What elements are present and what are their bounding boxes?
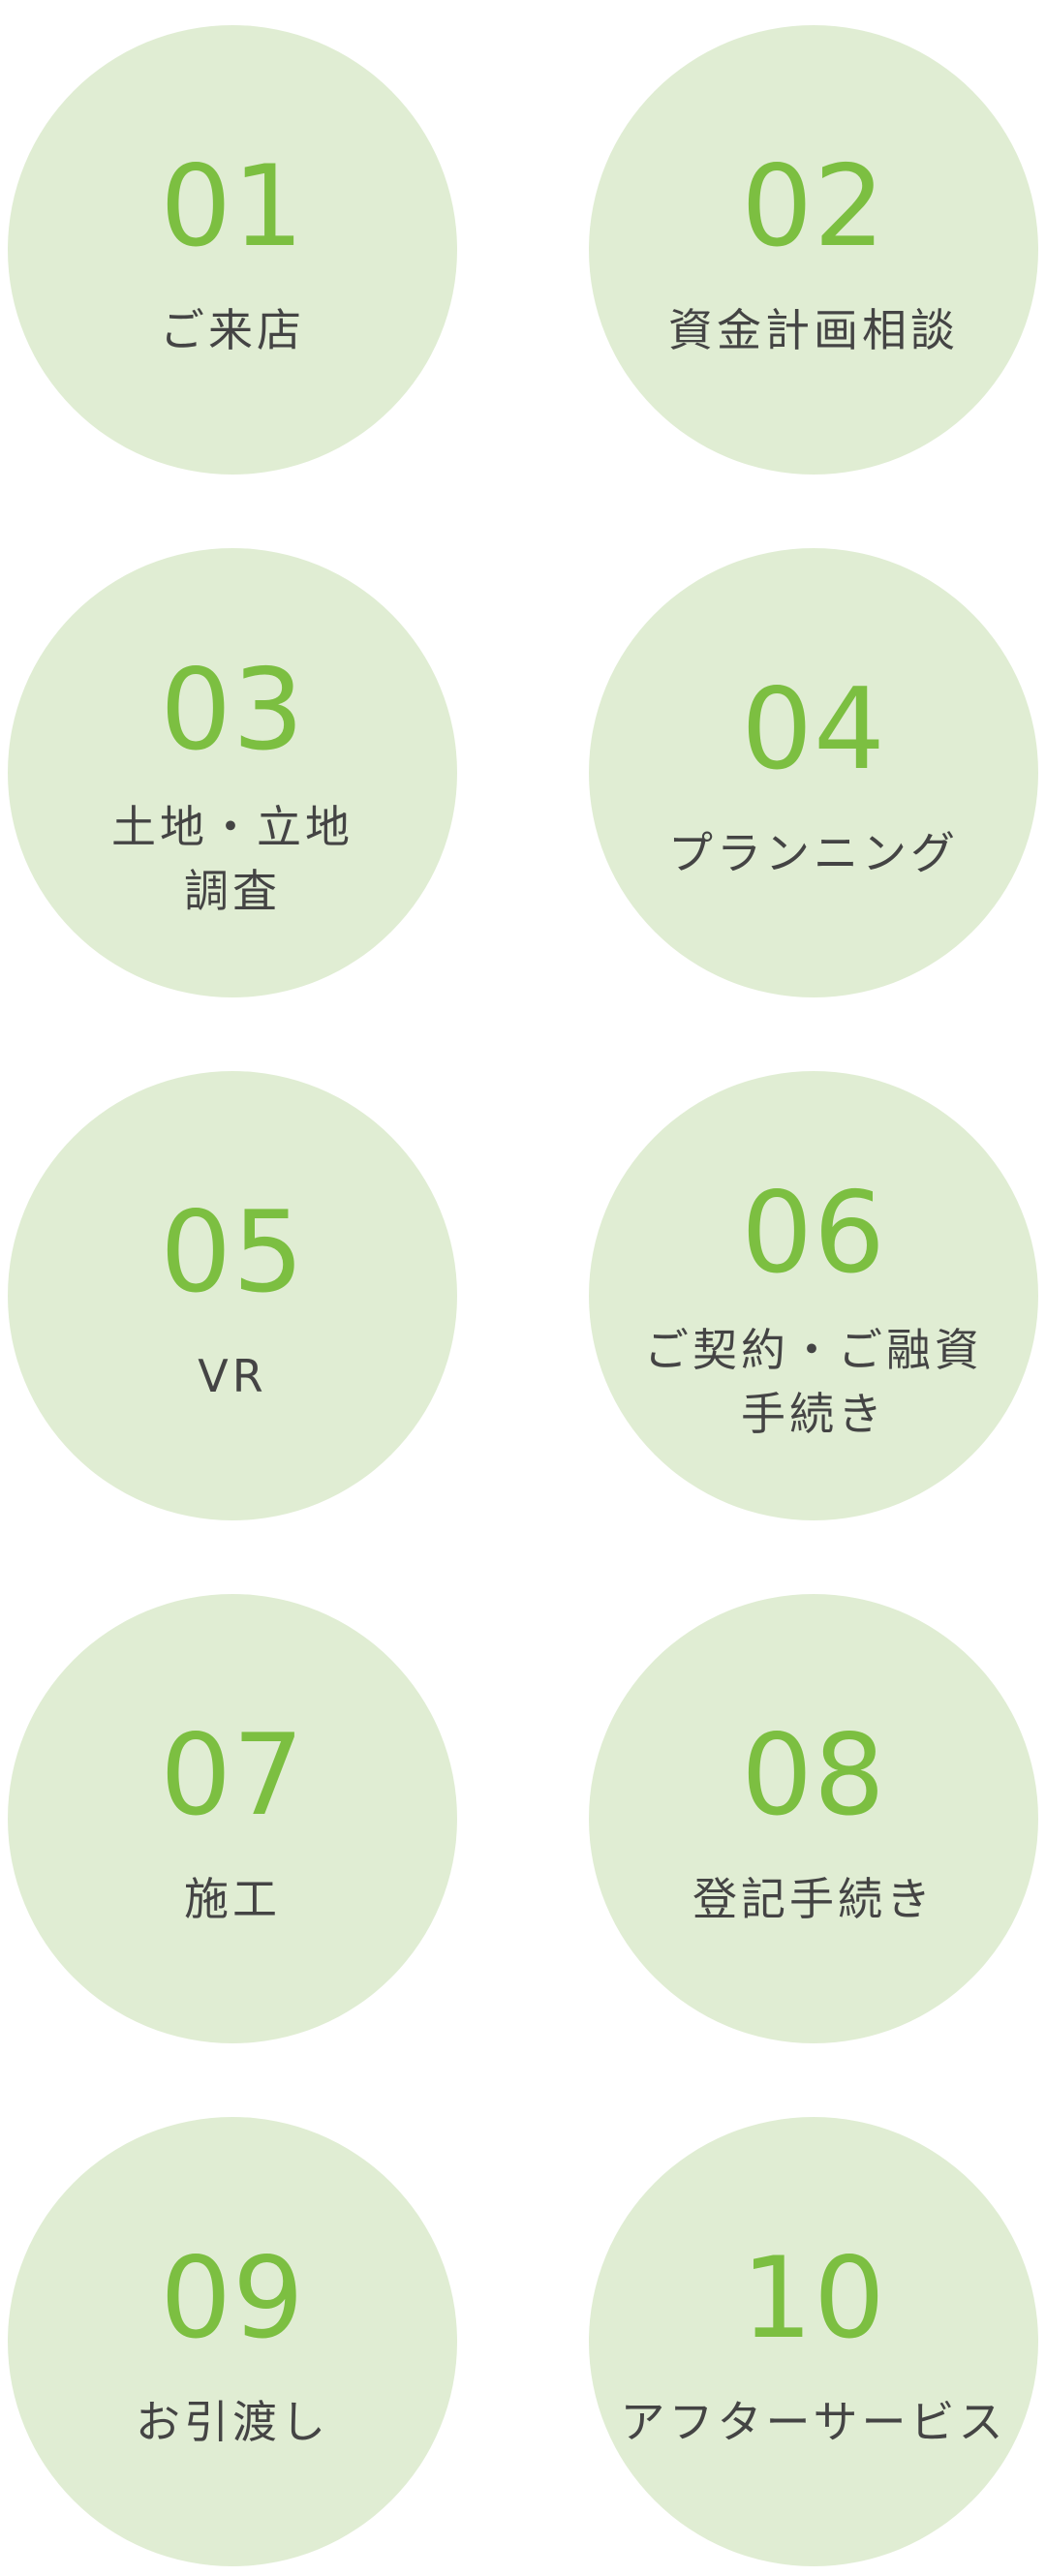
step-02-circle: 02 資金計画相談 — [589, 25, 1038, 475]
step-06-circle: 06 ご契約・ご融資 手続き — [589, 1071, 1038, 1520]
step-01-circle: 01 ご来店 — [8, 25, 457, 475]
step-number: 04 — [741, 664, 886, 795]
step-label: 登記手続き — [692, 1873, 935, 1925]
step-label: 施工 — [184, 1873, 281, 1925]
step-label: 土地・立地 調査 — [111, 801, 354, 917]
step-number: 01 — [160, 141, 305, 272]
step-label: ご契約・ご融資 手続き — [644, 1324, 983, 1440]
step-number: 10 — [741, 2233, 886, 2364]
step-label: 資金計画相談 — [668, 304, 959, 356]
step-number: 03 — [160, 645, 305, 776]
step-number: 07 — [160, 1710, 305, 1841]
step-04-circle: 04 プランニング — [589, 548, 1038, 997]
step-label: ご来店 — [160, 304, 305, 356]
step-05-circle: 05 VR — [8, 1071, 457, 1520]
step-label: お引渡し — [136, 2396, 329, 2448]
step-number: 09 — [160, 2233, 305, 2364]
step-number: 02 — [741, 141, 886, 272]
step-03-circle: 03 土地・立地 調査 — [8, 548, 457, 997]
step-number: 08 — [741, 1710, 886, 1841]
step-09-circle: 09 お引渡し — [8, 2117, 457, 2566]
step-number: 06 — [741, 1168, 886, 1299]
step-label: VR — [198, 1350, 267, 1402]
step-label: プランニング — [668, 827, 959, 879]
step-10-circle: 10 アフターサービス — [589, 2117, 1038, 2566]
step-label: アフターサービス — [620, 2396, 1007, 2448]
step-08-circle: 08 登記手続き — [589, 1594, 1038, 2043]
step-07-circle: 07 施工 — [8, 1594, 457, 2043]
step-number: 05 — [160, 1187, 305, 1318]
